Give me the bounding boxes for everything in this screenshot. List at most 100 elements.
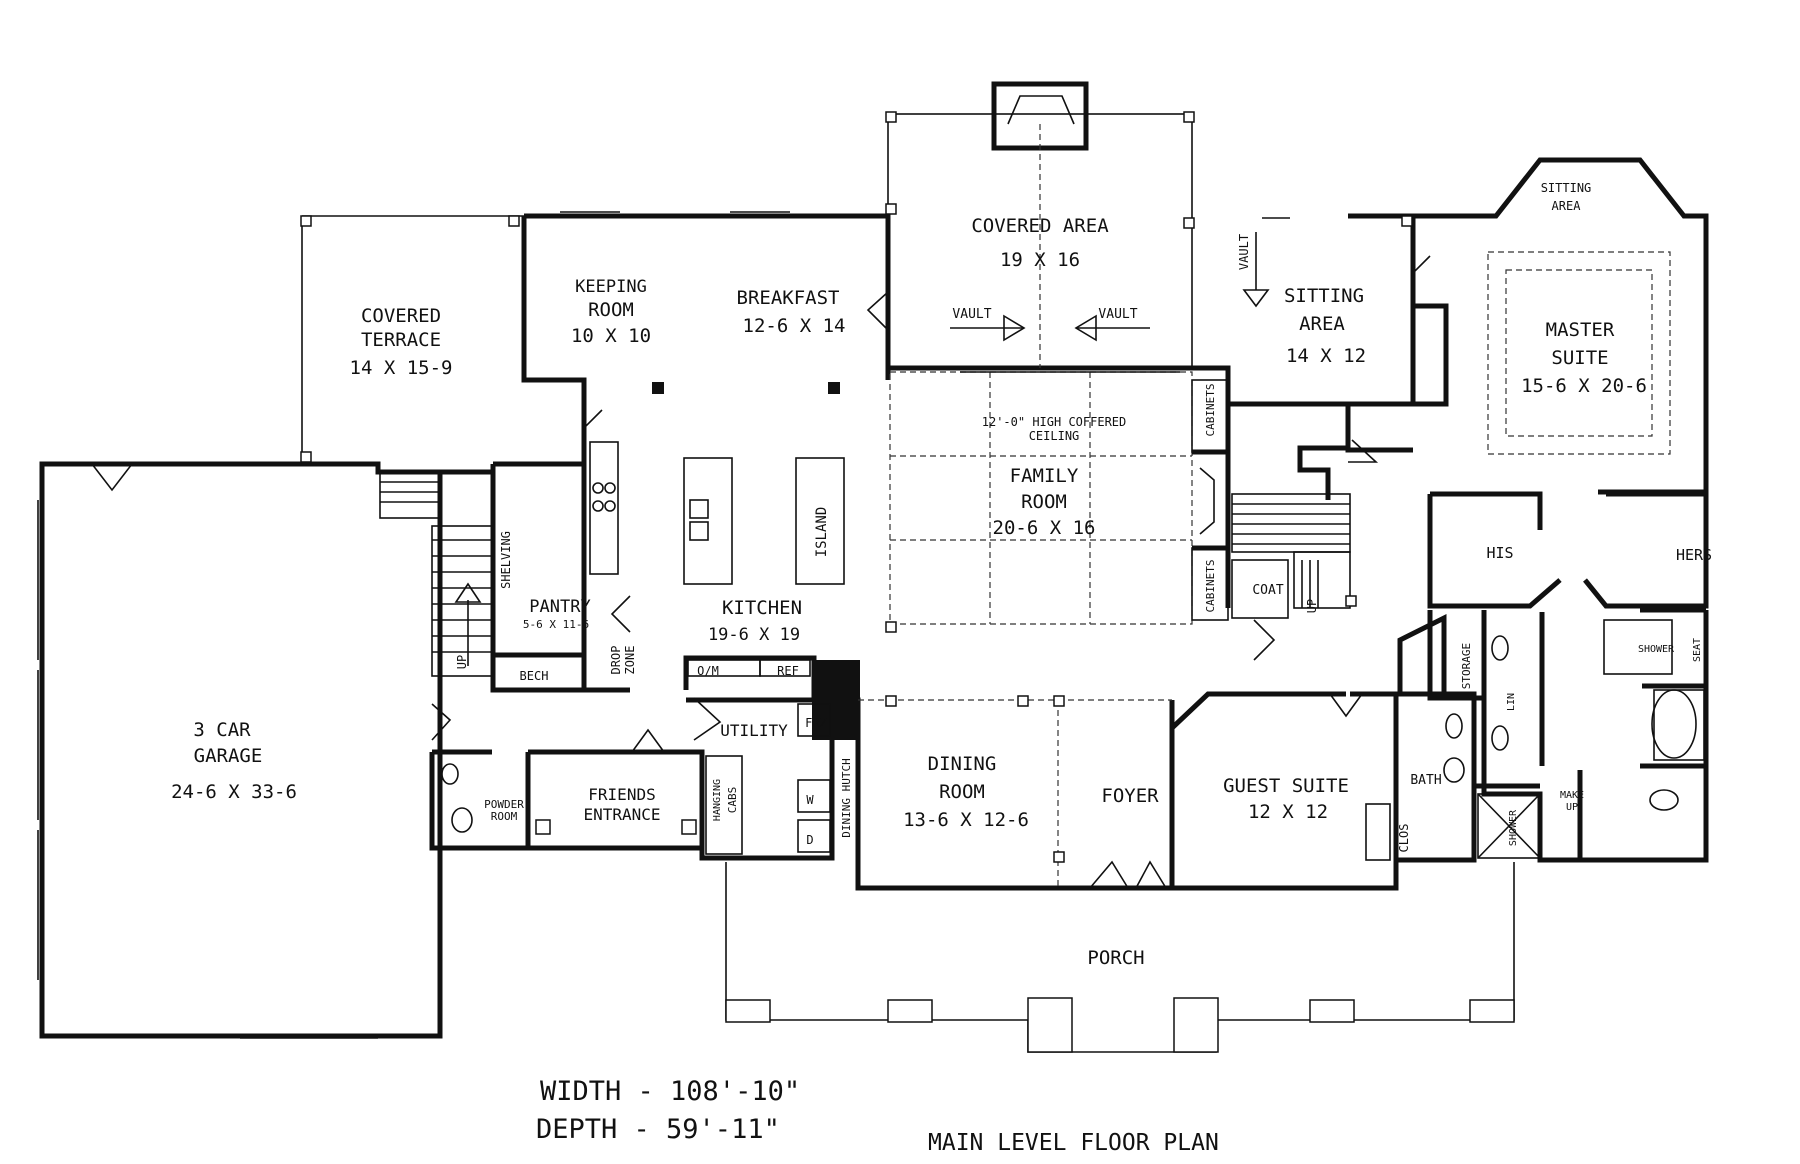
master-tray (1487, 251, 1671, 455)
sink-counter (683, 457, 733, 585)
foyer-name: FOYER (1101, 785, 1159, 807)
keeping-room-size: 10 X 10 (571, 325, 651, 347)
garage-name-2: GARAGE (194, 745, 263, 767)
master-lower-walls (1297, 404, 1351, 500)
bech-label: BECH (520, 669, 549, 683)
breakfast-name: BREAKFAST (737, 287, 840, 309)
storage-walls (1397, 613, 1447, 692)
dining-room-size: 13-6 X 12-6 (903, 809, 1029, 831)
utility-name: UTILITY (720, 721, 788, 740)
powder-friends-walls (429, 749, 705, 851)
cabs-label: CABS (726, 787, 739, 814)
coffered-ceiling-1: 12'-0" HIGH COFFERED (982, 415, 1127, 429)
kitchen-name: KITCHEN (722, 597, 802, 619)
drop-zone-1: DROP (609, 646, 623, 675)
covered-area-size: 19 X 16 (1000, 249, 1080, 271)
sitting-area-size: 14 X 12 (1286, 345, 1366, 367)
his-label: HIS (1486, 544, 1513, 562)
powder-fixtures (441, 763, 697, 835)
sitting-area-name-1: SITTING (1284, 285, 1364, 307)
shelving-label: SHELVING (499, 531, 513, 589)
make-up-2: UP (1566, 802, 1578, 813)
island-label: ISLAND (814, 507, 830, 558)
pantry-name: PANTRY (529, 597, 590, 617)
up-stair-label: UP (1305, 599, 1319, 613)
family-room-name-2: ROOM (1021, 491, 1067, 513)
guest-suite-walls (1169, 691, 1399, 891)
his-closet-walls (1427, 491, 1562, 609)
family-room-size: 20-6 X 16 (993, 517, 1096, 539)
master-fireplace (1413, 303, 1449, 407)
friends-entrance-2: ENTRANCE (583, 805, 660, 824)
garage-stairs (379, 471, 493, 677)
guest-bath-fixtures (1365, 713, 1465, 861)
family-fireplace (1191, 379, 1231, 621)
powder-room-2: ROOM (491, 810, 518, 823)
kitchen-fixtures (589, 382, 860, 855)
covered-terrace-outline (301, 215, 524, 464)
d-label: D (806, 833, 813, 847)
powder-room-1: POWDER (484, 798, 524, 811)
vault-arrows (950, 232, 1270, 342)
master-suite-name-2: SUITE (1551, 347, 1608, 369)
cabinets-top-label: CABINETS (1204, 384, 1217, 437)
keeping-room-name-2: ROOM (588, 299, 634, 321)
covered-area-name: COVERED AREA (971, 215, 1109, 237)
dining-outline (858, 695, 1172, 889)
guest-bath-walls (1386, 691, 1540, 863)
pantry-size-text: 5-6 X 11-6 (523, 618, 589, 631)
ref-label: REF (777, 664, 799, 678)
w-label: W (806, 793, 814, 807)
dining-room-name-1: DINING (928, 753, 997, 775)
covered-terrace-name-2: TERRACE (361, 329, 441, 351)
master-bath-fixtures (1477, 619, 1705, 859)
garage-name-1: 3 CAR (193, 719, 251, 741)
walls (39, 157, 1709, 1039)
garage-size: 24-6 X 33-6 (171, 781, 297, 803)
guest-suite-name: GUEST SUITE (1223, 775, 1349, 797)
friends-entrance-1: FRIENDS (588, 785, 655, 804)
room-labels: COVERED TERRACE 14 X 15-9 KEEPING ROOM 1… (171, 181, 1712, 969)
coffered-ceiling-2: CEILING (1029, 429, 1080, 443)
hanging-label: HANGING (712, 779, 723, 821)
depth-spec: DEPTH - 59'-11" (536, 1114, 780, 1145)
door-swings (91, 232, 1431, 753)
om-label: O/M (697, 664, 719, 678)
master-bath-inner (1539, 612, 1706, 860)
covered-area-outline (885, 81, 1195, 369)
cabinets-bottom-label: CABINETS (1204, 560, 1217, 613)
sitting-area-upper-1: SITTING (1541, 181, 1592, 195)
make-up-1: MAKE (1560, 790, 1584, 801)
kitchen-size: 19-6 X 19 (708, 625, 800, 645)
sitting-area-upper-2: AREA (1552, 199, 1582, 213)
covered-terrace-name-1: COVERED (361, 305, 441, 327)
windows (37, 211, 1290, 1039)
seat-label: SEAT (1692, 638, 1703, 662)
plan-specs: WIDTH - 108'-10" DEPTH - 59'-11" MAIN LE… (536, 1076, 1219, 1156)
master-suite-name-1: MASTER (1546, 319, 1615, 341)
width-spec: WIDTH - 108'-10" (540, 1076, 800, 1107)
family-room-name-1: FAMILY (1010, 465, 1079, 487)
porch-name: PORCH (1087, 947, 1144, 969)
hers-label: HERS (1676, 546, 1712, 564)
keeping-room-name-1: KEEPING (575, 277, 647, 297)
storage-label: STORAGE (1460, 643, 1473, 689)
bech-walls (490, 636, 630, 693)
vault-sitting-label: VAULT (1237, 234, 1251, 270)
breakfast-size: 12-6 X 14 (743, 315, 846, 337)
vault-right-label: VAULT (1098, 307, 1137, 322)
plan-title: MAIN LEVEL FLOOR PLAN (928, 1130, 1219, 1156)
island-counter (795, 457, 845, 585)
shower-guest-label: SHOWER (1508, 809, 1519, 846)
covered-terrace-size: 14 X 15-9 (350, 357, 453, 379)
shower-master-label: SHOWER (1638, 644, 1675, 655)
master-suite-size: 15-6 X 20-6 (1521, 375, 1647, 397)
drop-zone-2: ZONE (623, 646, 637, 675)
frz-label: FRZ (805, 716, 827, 730)
lin-label: LIN (1506, 693, 1517, 711)
pantry-walls (490, 461, 587, 658)
dining-hutch-label: DINING HUTCH (840, 758, 853, 837)
garage-stair-walls (437, 469, 493, 720)
clos-label: CLOS (1397, 824, 1411, 853)
